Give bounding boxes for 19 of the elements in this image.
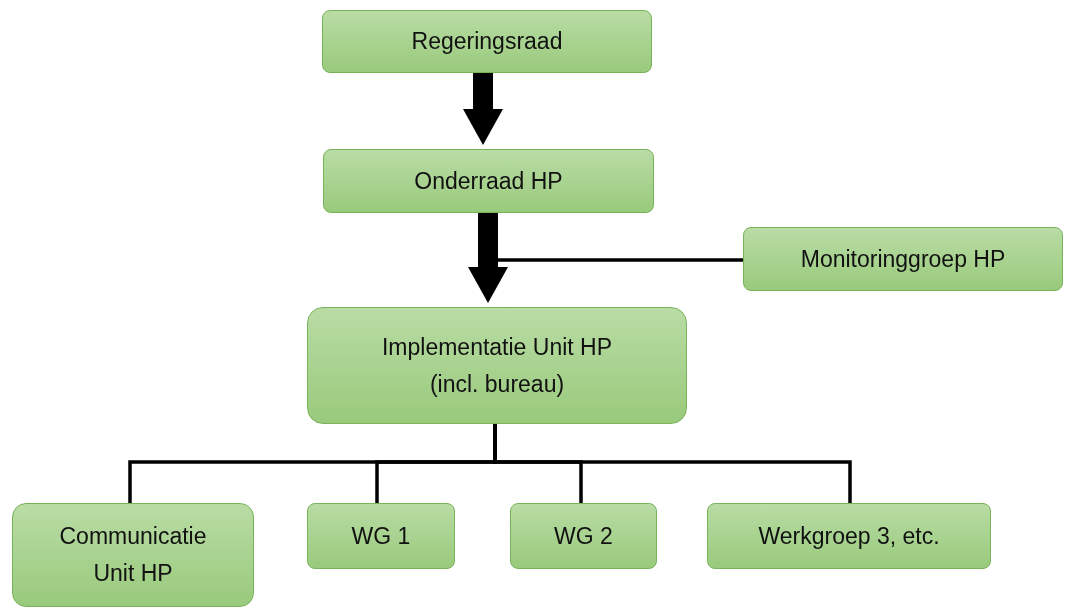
org-box <box>510 503 657 569</box>
box-label: Implementatie Unit HP (incl. bureau) <box>380 332 614 399</box>
box-label: Werkgroep 3, etc. <box>758 521 940 551</box>
org-box <box>307 307 687 424</box>
thick-arrow <box>468 213 508 303</box>
org-box <box>12 503 254 607</box>
org-box <box>322 10 652 73</box>
box-label: Regeringsraad <box>411 27 563 57</box>
org-box <box>307 503 455 569</box>
box-label: WG 2 <box>554 521 613 551</box>
connector-line <box>493 424 852 503</box>
box-label: Monitoringgroep HP <box>800 244 1006 274</box>
box-label: Communicatie Unit HP <box>58 522 208 588</box>
thick-arrow <box>463 73 503 145</box>
org-box <box>743 227 1063 291</box>
org-box <box>707 503 991 569</box>
box-label: WG 1 <box>351 521 411 551</box>
org-box <box>323 149 654 213</box>
box-label: Onderraad HP <box>414 166 563 196</box>
